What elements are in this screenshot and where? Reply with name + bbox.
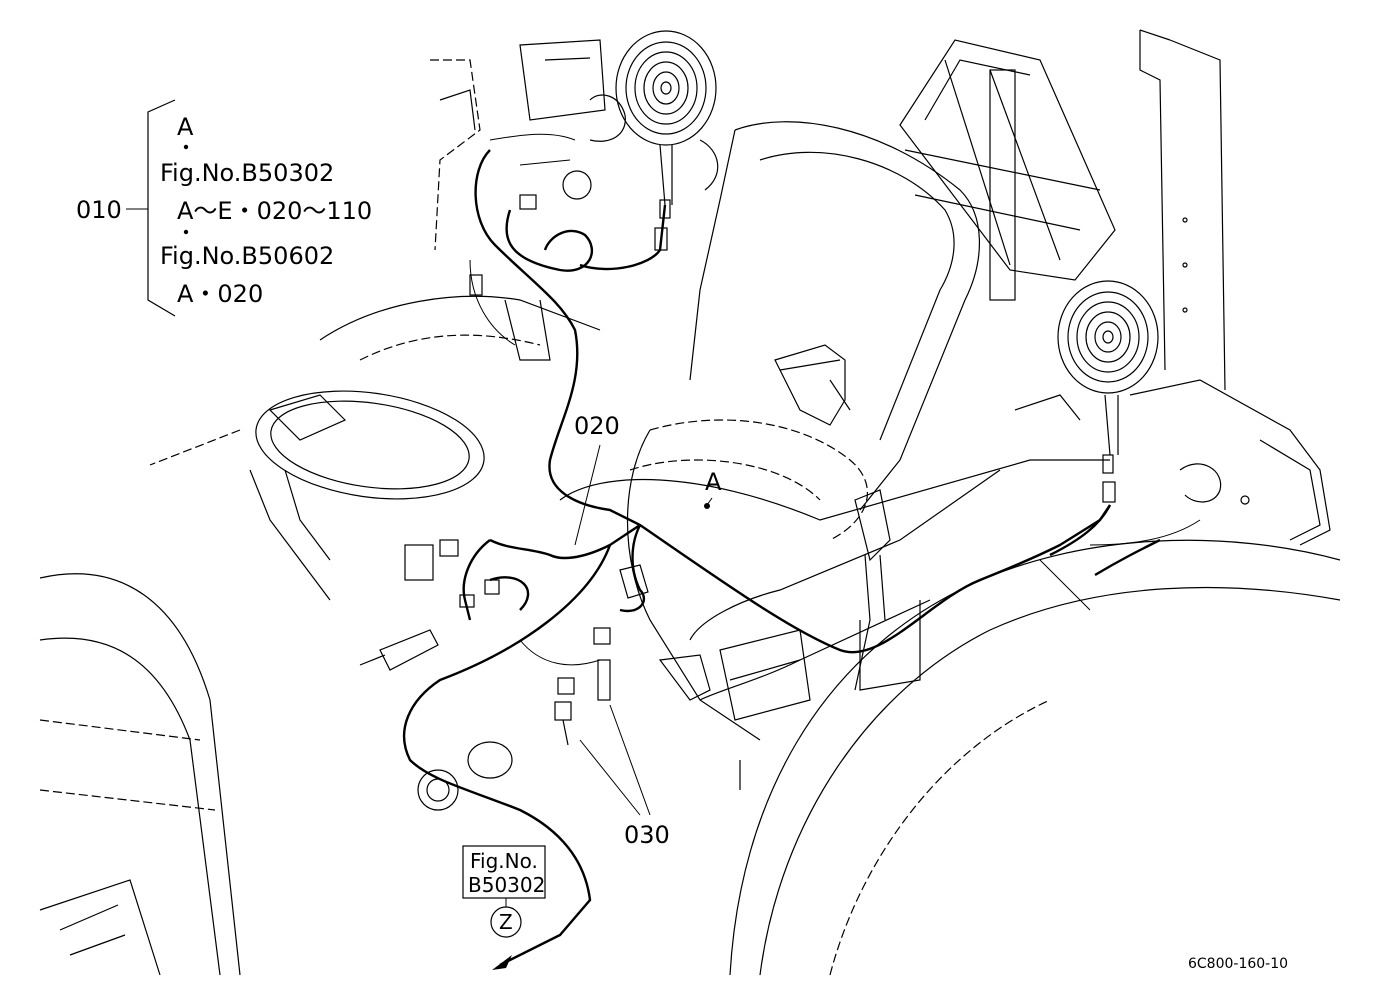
- rops-post: [1139, 29, 1226, 391]
- rear-tyre: [729, 539, 1341, 976]
- callout-020: 020: [574, 412, 620, 546]
- callout-fig-ref-1: Fig.No.B50302: [160, 159, 334, 187]
- point-a-marker: [704, 503, 710, 509]
- callout-line-a: A: [177, 113, 194, 141]
- arrow-head-icon: [492, 955, 512, 970]
- connector-circle: [490, 906, 522, 938]
- point-label-a: A: [705, 468, 722, 496]
- part-number-010: 010: [76, 196, 122, 224]
- left-fender: [39, 573, 241, 976]
- callout-group-010: 010 A Fig.No.B50302 A～E・020～110 Fig.No.B…: [76, 99, 372, 317]
- dashboard-cowl: [319, 59, 601, 361]
- rear-guard-panel: [899, 39, 1116, 301]
- part-number-020: 020: [574, 412, 620, 440]
- switch-cluster: [359, 170, 649, 746]
- callout-fig-ref-2: Fig.No.B50602: [160, 242, 334, 270]
- part-number-030: 030: [624, 821, 670, 849]
- steering-wheel: [149, 390, 485, 601]
- connector-label-z: Z: [499, 910, 513, 934]
- callout-range: A～E・020～110: [177, 197, 372, 225]
- separator-dot-1: [183, 144, 189, 150]
- wiring-harness: [402, 149, 1161, 967]
- callout-line-a-020: A・020: [177, 280, 263, 308]
- left-work-light: [519, 30, 719, 251]
- reference-box-frame: [462, 845, 546, 899]
- drawing-code: 6C800-160-10: [1188, 956, 1288, 972]
- floor-platform: [559, 459, 1110, 721]
- operator-seat: [627, 121, 980, 741]
- separator-dot-2: [183, 229, 189, 235]
- callout-point-a: A: [704, 468, 722, 509]
- grommet: [417, 741, 513, 811]
- right-work-light: [1014, 280, 1331, 546]
- reference-box: Fig.No. B50302 Z: [462, 845, 546, 970]
- secondary-leads: [469, 133, 1201, 666]
- reference-fig-label: Fig.No.: [470, 849, 538, 873]
- reference-fig-number: B50302: [468, 873, 545, 897]
- callout-030: 030: [579, 704, 670, 849]
